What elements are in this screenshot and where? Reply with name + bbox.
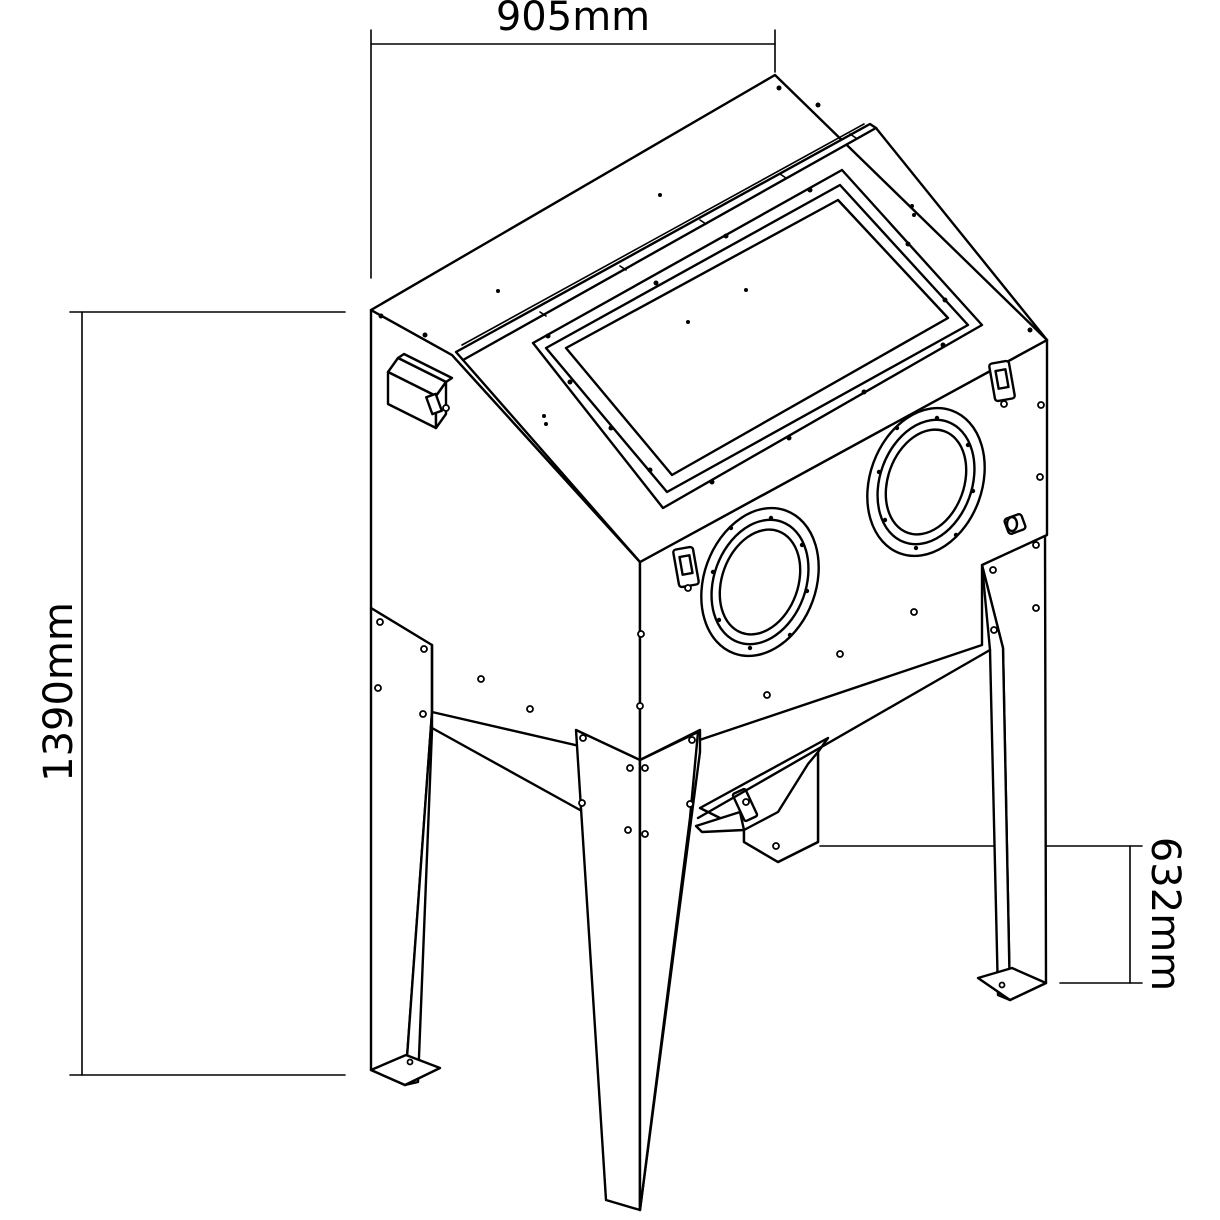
front-corner-leg — [574, 728, 702, 1212]
width-dimension: 905mm — [370, 0, 776, 279]
clamp-latch-icon — [672, 359, 1016, 592]
height-dimension: 1390mm — [36, 311, 346, 1076]
width-label: 905mm — [496, 0, 650, 40]
glove-port-left — [700, 506, 820, 658]
front-panel-screws — [477, 401, 1045, 713]
air-inlet-icon — [1003, 513, 1027, 535]
viewing-window — [531, 168, 984, 510]
power-switch-icon — [386, 352, 454, 430]
glove-port-right — [866, 406, 986, 558]
height-label: 1390mm — [36, 602, 82, 782]
rear-right-leg — [976, 530, 1048, 1002]
clearance-label: 632mm — [1142, 837, 1188, 991]
front-left-leg — [369, 606, 442, 1087]
hinge-icon — [539, 133, 857, 317]
lid-screws — [378, 85, 1033, 426]
leg-braces — [430, 648, 992, 820]
clearance-dimension: 632mm — [819, 837, 1188, 991]
hopper-drain — [694, 736, 830, 864]
